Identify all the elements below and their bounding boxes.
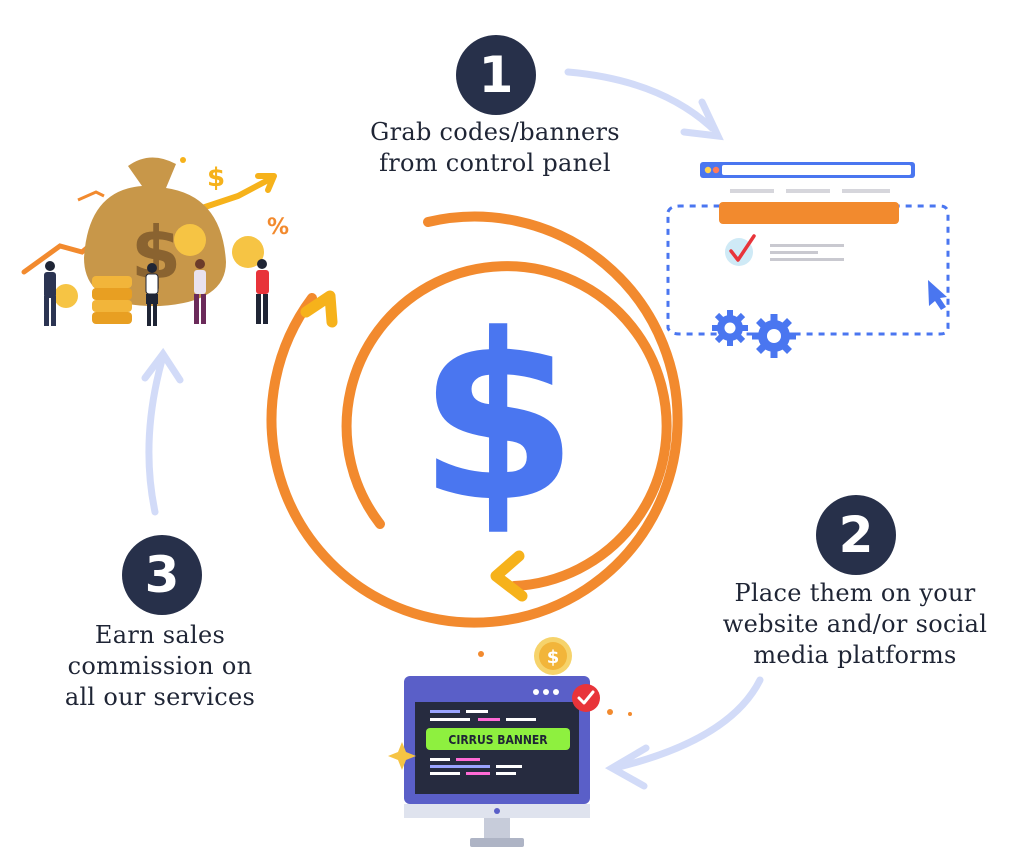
control-panel-illustration xyxy=(666,162,950,358)
coin-icon xyxy=(54,284,78,308)
coin-symbol: $ xyxy=(207,163,225,193)
ring-arrowheads xyxy=(300,290,528,602)
banner-bar xyxy=(719,202,899,224)
flow-arrow-1-to-2 xyxy=(564,68,724,141)
flow-arrow-3-to-1 xyxy=(141,347,184,516)
monitor-stand xyxy=(484,818,510,838)
check-badge-icon xyxy=(572,684,600,712)
gear-icon xyxy=(752,314,796,358)
caption-line: Place them on your xyxy=(734,579,976,607)
ring-arrowhead-top xyxy=(300,290,338,328)
caption-line: media platforms xyxy=(753,641,957,669)
step-3-badge: 3 xyxy=(122,535,202,615)
step-2-badge: 2 xyxy=(816,495,896,575)
monitor-base xyxy=(470,838,524,847)
person-figure xyxy=(194,259,206,324)
money-bag-icon xyxy=(84,157,226,307)
monitor-illustration: $ CIRRUS BANNER xyxy=(388,637,632,847)
inner-ring xyxy=(341,261,672,591)
dashed-panel-frame xyxy=(666,204,950,336)
step-3-caption: Earn sales commission on all our service… xyxy=(40,620,280,713)
caption-line: Earn sales xyxy=(94,621,226,649)
caption-line: Grab codes/banners xyxy=(370,118,620,146)
caption-line: website and/or social xyxy=(722,610,988,638)
cirrus-banner xyxy=(426,728,570,750)
caption-line: commission on xyxy=(67,652,253,680)
sparkle-icon xyxy=(388,742,416,770)
check-icon xyxy=(729,234,756,262)
window-dot xyxy=(704,166,712,174)
coin-stack-icon xyxy=(92,276,132,324)
caption-line: all our services xyxy=(64,683,256,711)
cycle-rings xyxy=(266,211,683,628)
person-figure xyxy=(44,261,56,326)
percent-symbol: % xyxy=(267,215,289,240)
ring-arrowhead-bottom xyxy=(490,550,528,602)
person-figure xyxy=(145,263,159,326)
person-figure xyxy=(256,259,269,324)
step-1-caption: Grab codes/banners from control panel xyxy=(340,117,650,179)
growth-arrow xyxy=(193,175,275,213)
coin-icon xyxy=(174,224,206,256)
step-2-caption: Place them on your website and/or social… xyxy=(705,578,1005,671)
banner-label: CIRRUS BANNER xyxy=(448,733,548,747)
center-dollar-symbol: $ xyxy=(418,286,578,553)
step-1-badge: 1 xyxy=(456,35,536,115)
flow-arrow-2-to-3 xyxy=(604,676,764,790)
coin-icon xyxy=(232,236,264,268)
gear-icon xyxy=(712,310,748,346)
cursor-icon xyxy=(928,280,947,310)
coin-symbol: $ xyxy=(547,647,560,668)
earnings-illustration: $ $ % xyxy=(21,157,289,326)
window-dot xyxy=(712,166,720,174)
caption-line: from control panel xyxy=(379,149,611,177)
outer-ring xyxy=(266,211,683,628)
